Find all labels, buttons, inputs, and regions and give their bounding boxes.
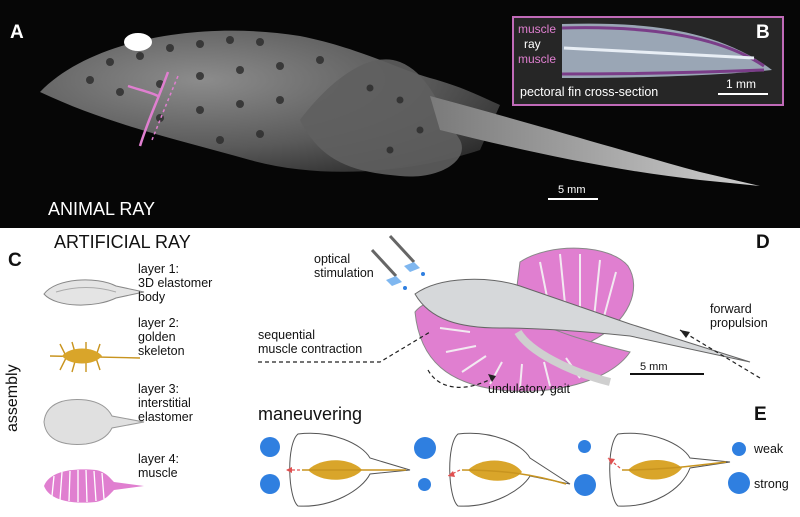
maneuver-ray-straight <box>286 432 411 507</box>
animal-ray-photo: A ANIMAL RAY 5 mm muscle ray muscle B 1 … <box>0 0 800 228</box>
assembly-label: assembly <box>4 364 21 432</box>
layer-4-label: layer 4: muscle <box>138 452 179 480</box>
cross-section-inset: muscle ray muscle B 1 mm pectoral fin cr… <box>512 16 784 106</box>
stimulus-weak-circle <box>418 478 431 491</box>
inset-muscle-bottom-label: muscle <box>518 52 557 66</box>
photo-scale-label: 5 mm <box>558 184 586 196</box>
inset-caption: pectoral fin cross-section <box>520 85 659 99</box>
legend-strong-circle <box>728 472 750 494</box>
artificial-ray-title: ARTIFICIAL RAY <box>54 232 191 252</box>
panel-label-e: E <box>754 404 767 425</box>
legend-strong-label: strong <box>754 477 789 491</box>
inset-scale-bar <box>718 93 768 95</box>
stimulus-strong-circle <box>260 474 280 494</box>
animal-ray-illustration <box>40 30 760 186</box>
sequential-contraction-label: sequential muscle contraction <box>258 328 363 356</box>
inset-muscle-top-label: muscle <box>518 22 557 36</box>
legend-weak-label: weak <box>754 442 784 456</box>
layer-3-label: layer 3: interstitial elastomer <box>138 382 193 424</box>
stimulus-strong-circle <box>260 437 280 457</box>
maneuver-ray-turn-left <box>607 432 731 507</box>
photo-scale-bar <box>548 198 598 200</box>
optical-fiber-icon <box>370 234 425 290</box>
stimulus-strong-circle <box>414 437 436 459</box>
cross-section-image <box>561 23 772 78</box>
panel-label-a: A <box>10 22 24 43</box>
assembly-side-label-wrap: assembly <box>0 352 36 452</box>
panel-label-b: B <box>756 22 770 43</box>
maneuver-ray-turn-right <box>447 432 571 507</box>
inset-ray-label: ray <box>524 37 541 51</box>
assembly-layers-illustration <box>43 279 145 503</box>
animal-ray-title: ANIMAL RAY <box>48 199 156 219</box>
maneuvering-illustrations <box>286 432 731 507</box>
inset-scale-label: 1 mm <box>726 77 756 91</box>
stimulus-strong-circle <box>574 474 596 496</box>
diagram-scale-label: 5 mm <box>640 361 668 373</box>
panel-label-c: C <box>8 250 22 271</box>
undulatory-gait-label: undulatory gait <box>488 382 571 396</box>
stimulus-weak-circle <box>578 440 591 453</box>
forward-propulsion-label: forward propulsion <box>710 302 768 330</box>
legend-weak-circle <box>732 442 746 456</box>
layer-2-label: layer 2: golden skeleton <box>138 316 185 358</box>
artificial-ray-diagram <box>258 234 761 392</box>
optical-stimulation-label: optical stimulation <box>314 252 374 280</box>
panel-label-d: D <box>756 232 770 253</box>
layer-1-label: layer 1: 3D elastomer body <box>138 262 213 304</box>
maneuvering-title: maneuvering <box>258 404 363 424</box>
